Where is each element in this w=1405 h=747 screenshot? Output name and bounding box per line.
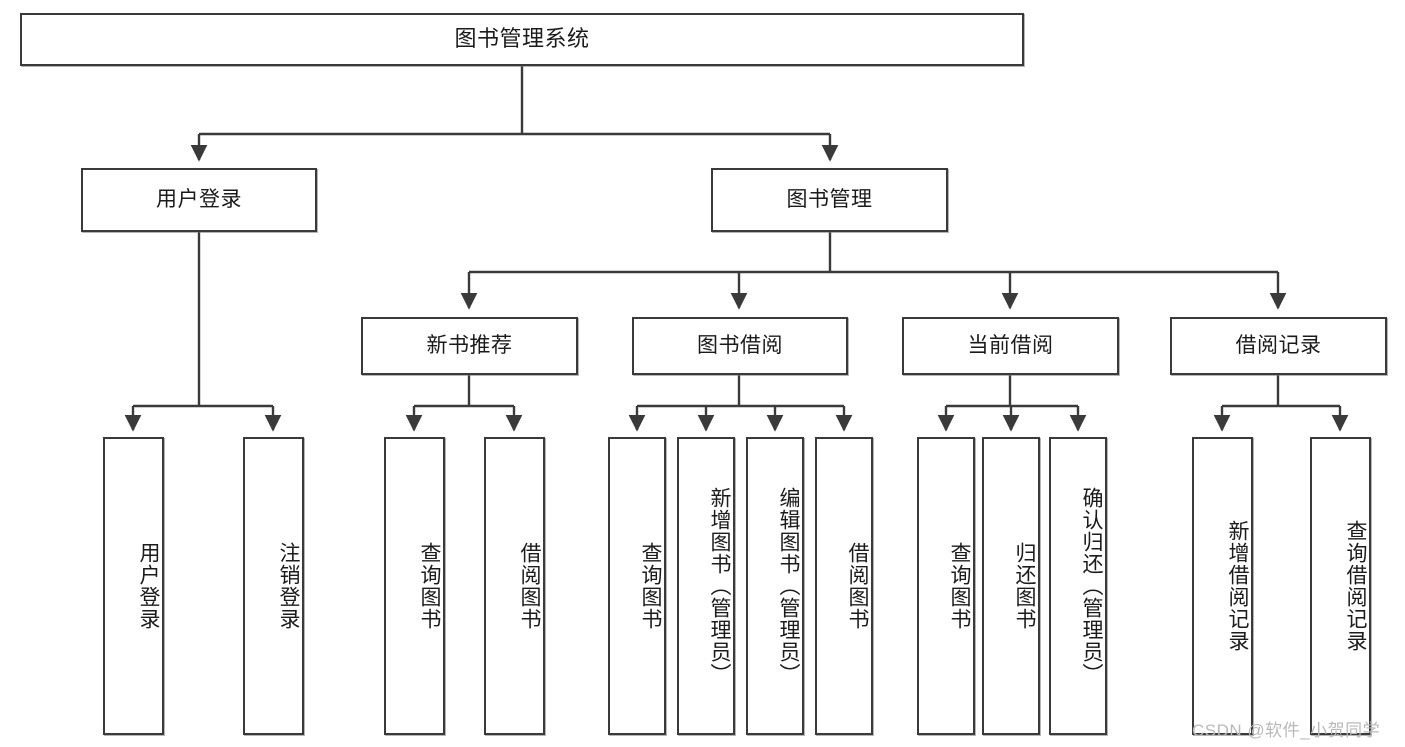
- node-label: 查询借阅记录: [1344, 520, 1367, 652]
- node-label: 图书管理系统: [454, 26, 590, 52]
- node-label: 归还图书: [1013, 542, 1036, 630]
- node-book-management[interactable]: 图书管理: [711, 168, 948, 232]
- node-user-login[interactable]: 用户登录: [81, 168, 317, 232]
- node-label: 用户登录: [156, 188, 242, 212]
- leaf-user-login[interactable]: 用户登录: [103, 437, 164, 735]
- leaf-add-borrow-record[interactable]: 新增借阅记录: [1192, 437, 1253, 735]
- leaf-logout-login[interactable]: 注销登录: [243, 437, 304, 735]
- leaf-add-book-admin[interactable]: 新增图书（管理员）: [677, 437, 735, 735]
- leaf-confirm-return-admin[interactable]: 确认归还（管理员）: [1049, 437, 1107, 735]
- node-label: 新书推荐: [426, 334, 513, 358]
- leaf-borrow-book-borrowing[interactable]: 借阅图书: [815, 437, 873, 735]
- leaf-return-book[interactable]: 归还图书: [982, 437, 1040, 735]
- node-label: 查询图书: [948, 542, 971, 630]
- node-new-book-recommendation[interactable]: 新书推荐: [361, 317, 578, 375]
- node-label: 借阅记录: [1235, 334, 1322, 358]
- node-root-book-management-system[interactable]: 图书管理系统: [20, 13, 1024, 66]
- leaf-query-borrow-record[interactable]: 查询借阅记录: [1310, 437, 1371, 735]
- node-label: 注销登录: [277, 542, 300, 630]
- node-label: 新增图书（管理员）: [708, 487, 731, 685]
- node-label: 图书借阅: [697, 334, 783, 358]
- leaf-borrow-book-new-book[interactable]: 借阅图书: [484, 437, 545, 735]
- leaf-edit-book-admin[interactable]: 编辑图书（管理员）: [746, 437, 804, 735]
- node-book-borrowing[interactable]: 图书借阅: [632, 317, 848, 375]
- node-current-borrowing[interactable]: 当前借阅: [902, 317, 1119, 375]
- node-label: 查询图书: [639, 542, 662, 630]
- node-label: 图书管理: [786, 188, 873, 212]
- node-label: 借阅图书: [846, 542, 869, 630]
- csdn-watermark: CSDN @软件_小贺同学: [1192, 721, 1381, 740]
- node-borrow-records[interactable]: 借阅记录: [1170, 317, 1387, 375]
- node-label: 新增借阅记录: [1226, 520, 1249, 652]
- leaf-query-book-new-book[interactable]: 查询图书: [384, 437, 445, 735]
- node-label: 用户登录: [137, 542, 160, 630]
- node-label: 查询图书: [418, 542, 441, 630]
- leaf-query-book-current[interactable]: 查询图书: [917, 437, 975, 735]
- node-label: 确认归还（管理员）: [1080, 487, 1103, 685]
- node-label: 借阅图书: [518, 542, 541, 630]
- node-label: 编辑图书（管理员）: [777, 487, 800, 685]
- leaf-query-book-borrowing[interactable]: 查询图书: [608, 437, 666, 735]
- node-label: 当前借阅: [967, 334, 1054, 358]
